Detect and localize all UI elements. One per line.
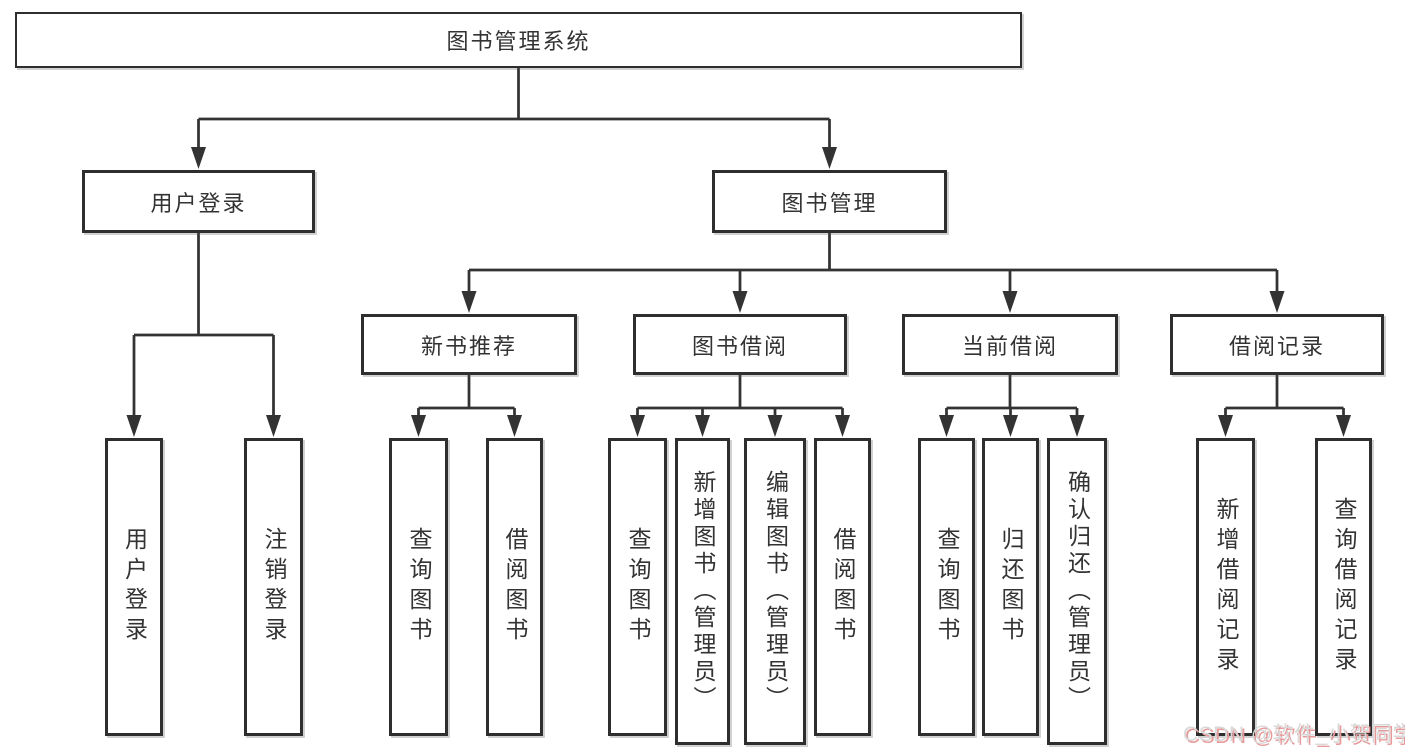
leaf-borrow-books-recommend: 借阅图书 [486,438,543,736]
leaf-edit-books-admin: 编辑图书（管理员） [744,438,806,745]
arrow-icon [1069,415,1085,437]
csdn-watermark: CSDN @软件_小贺同学 [1183,723,1405,746]
connector-new-book-children [417,375,516,418]
arrowheads [126,147,1351,437]
arrow-icon [695,415,710,437]
leaf-logout: 注销登录 [244,438,303,736]
node-book-management: 图书管理 [712,170,947,233]
node-user-login: 用户登录 [82,170,315,233]
arrow-icon [507,415,522,437]
node-label: 借阅图书 [830,527,856,647]
arrow-icon [411,415,426,437]
arrow-icon [1336,415,1351,437]
node-label: 注销登录 [261,527,287,647]
node-book-borrow: 图书借阅 [633,314,847,375]
node-label: 查询借阅记录 [1331,497,1357,677]
arrow-icon [767,415,783,437]
arrow-icon [835,415,850,437]
node-label: 确认归还（管理员） [1064,470,1091,713]
node-label: 用户登录 [150,190,247,216]
leaf-confirm-return-admin: 确认归还（管理员） [1047,438,1107,745]
node-label: 借阅图书 [502,527,528,647]
leaf-user-login: 用户登录 [105,438,163,736]
arrow-icon [939,415,954,437]
connector-borrow-record-children [1224,375,1345,418]
arrow-icon [266,415,281,437]
node-label: 新增借阅记录 [1213,497,1239,677]
node-current-borrow: 当前借阅 [902,314,1118,375]
node-label: 图书管理 [781,190,878,216]
node-label: 新书推荐 [420,333,517,359]
arrow-icon [126,415,142,437]
node-label: 查询图书 [625,527,651,647]
leaf-query-borrow-record: 查询借阅记录 [1315,438,1372,736]
arrow-icon [732,291,748,313]
arrow-icon [1002,291,1018,313]
node-new-book-recommend: 新书推荐 [361,314,577,375]
arrow-icon [1269,291,1285,313]
connector-current-borrow-children [945,375,1079,418]
node-label: 图书借阅 [691,333,788,359]
leaf-query-books-borrow: 查询图书 [608,438,667,736]
arrow-icon [1003,415,1018,437]
node-label: 借阅记录 [1228,333,1325,359]
node-label: 编辑图书（管理员） [762,470,789,713]
leaf-return-books: 归还图书 [982,438,1039,736]
arrow-icon [1218,415,1233,437]
arrow-icon [461,291,477,313]
connector-book-borrow-children [636,375,844,418]
leaf-borrow-books: 借阅图书 [814,438,871,736]
node-label: 归还图书 [998,527,1024,647]
node-label: 当前借阅 [961,333,1058,359]
node-label: 查询图书 [406,527,432,647]
connector-user-login-children [132,233,275,418]
node-label: 图书管理系统 [446,29,591,54]
connector-book-mgmt-level3 [467,233,1279,294]
leaf-add-borrow-record: 新增借阅记录 [1196,438,1255,736]
node-system-root: 图书管理系统 [15,12,1022,68]
leaf-query-books-current: 查询图书 [918,438,975,736]
node-label: 用户登录 [121,527,148,647]
connector-root-level2 [197,68,831,150]
arrow-icon [630,415,645,437]
node-label: 查询图书 [934,527,960,647]
node-borrow-record: 借阅记录 [1170,314,1384,375]
leaf-add-books-admin: 新增图书（管理员） [675,438,730,745]
arrow-icon [191,147,206,169]
node-label: 新增图书（管理员） [690,470,716,713]
leaf-query-books-recommend: 查询图书 [389,438,448,736]
arrow-icon [822,147,837,169]
